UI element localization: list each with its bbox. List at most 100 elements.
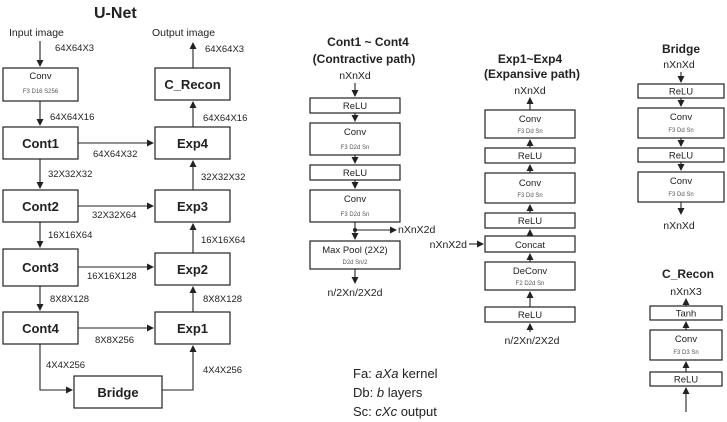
exp2-label: Exp2: [177, 262, 208, 277]
dim-input: 64X64X3: [55, 43, 94, 54]
dim-conv-cont1: 64X64X16: [50, 112, 94, 123]
bridge-output: nXnXd: [663, 220, 695, 232]
expansive-skip-label: nXnX2d: [430, 239, 468, 251]
expansive-output: nXnXd: [514, 85, 546, 97]
bridge-conv-2: [637, 171, 725, 203]
cont4-label: Cont4: [22, 321, 60, 336]
expansive-conv-2-params: F3 Dd Sn: [517, 193, 542, 199]
legend-fa: Fa: aXa kernel: [353, 366, 438, 381]
crecon-tanh: [649, 305, 723, 321]
expansive-input: n/2Xn/2X2d: [505, 335, 560, 347]
cont1-label: Cont1: [22, 136, 59, 151]
expansive-relu-3-label: ReLU: [518, 310, 542, 321]
unet-bridge-label: Bridge: [97, 385, 138, 400]
expansive-deconv-params: F2 D2d Sn: [516, 281, 545, 287]
dim-output: 64X64X3: [205, 44, 244, 55]
crecon-tanh-label: Tanh: [676, 309, 697, 320]
contractive-subtitle: (Contractive path): [313, 52, 416, 66]
bridge-relu-1-label: ReLU: [669, 87, 693, 98]
contractive-relu-2-label: ReLU: [343, 168, 367, 179]
bridge-conv-1: [637, 107, 725, 139]
unet-crecon-box: [154, 67, 231, 101]
cont2-label: Cont2: [22, 199, 59, 214]
expansive-subtitle: (Expansive path): [484, 67, 580, 81]
output-image-label: Output image: [152, 27, 215, 39]
bridge-relu-2-label: ReLU: [669, 151, 693, 162]
dim-exp4-crecon: 64X64X16: [203, 113, 247, 124]
dim-exp1-exp2: 8X8X128: [203, 294, 242, 305]
crecon-title: C_Recon: [662, 267, 714, 281]
expansive-concat: [484, 235, 576, 253]
cont3-box: [2, 248, 79, 287]
dim-exp2-exp3: 16X16X64: [201, 235, 245, 246]
cont3-label: Cont3: [22, 260, 59, 275]
cont2-box: [2, 189, 79, 223]
expansive-conv-2-label: Conv: [519, 178, 541, 189]
dim-cont3-cont4: 8X8X128: [50, 294, 89, 305]
contractive-conv-2-params: F3 D2d Sn: [341, 212, 370, 218]
exp3-label: Exp3: [177, 199, 208, 214]
input-image-label: Input image: [9, 27, 64, 39]
expansive-concat-label: Concat: [515, 240, 545, 251]
exp2-box: [154, 252, 231, 286]
unet-conv-params: F3 D16 S256: [23, 89, 59, 95]
expansive-conv-1-params: F3 Dd Sn: [517, 129, 542, 135]
crecon-conv: [649, 329, 723, 361]
bridge-title: Bridge: [662, 42, 700, 56]
legend-sc: Sc: cXc output: [353, 404, 437, 419]
expansive-relu-2: [484, 212, 576, 229]
contractive-conv-1-label: Conv: [344, 127, 366, 138]
legend-db: Db: b layers: [353, 385, 423, 400]
contractive-maxpool-params: D2d Sn/2: [342, 260, 368, 266]
expansive-deconv-label: DeConv: [513, 266, 548, 277]
expansive-relu-2-label: ReLU: [518, 216, 542, 227]
contractive-skip-label: nXnX2d: [398, 224, 436, 236]
exp1-label: Exp1: [177, 321, 208, 336]
expansive-conv-2: [484, 172, 576, 204]
contractive-relu-1-label: ReLU: [343, 101, 367, 112]
expansive-conv-1-label: Conv: [519, 114, 541, 125]
dim-skip3: 16X16X128: [87, 271, 137, 282]
contractive-conv-2: [309, 189, 401, 223]
dim-exp3-exp4: 32X32X32: [201, 172, 245, 183]
dim-cont1-cont2: 32X32X32: [48, 169, 92, 180]
expansive-relu-3: [484, 306, 576, 323]
unet-title: U-Net: [94, 5, 137, 22]
crecon-conv-label: Conv: [675, 334, 697, 345]
unet-bridge-box: [73, 375, 163, 409]
expansive-relu-1: [484, 147, 576, 164]
expansive-relu-1-label: ReLU: [518, 151, 542, 162]
contractive-title: Cont1 ~ Cont4: [327, 35, 409, 49]
dim-skip4: 8X8X256: [95, 335, 134, 346]
crecon-output: nXnX3: [670, 286, 702, 298]
dim-skip2: 32X32X64: [92, 210, 136, 221]
exp1-box: [154, 311, 231, 345]
crecon-conv-params: F3 D3 Sn: [673, 350, 698, 356]
bridge-conv-1-params: F3 Dd Sn: [668, 128, 693, 134]
expansive-title: Exp1~Exp4: [498, 52, 563, 66]
unet-conv-label: Conv: [29, 71, 51, 82]
contractive-conv-1: [309, 122, 401, 156]
cont1-box: [2, 126, 79, 160]
contractive-conv-1-params: F3 D2d Sn: [341, 145, 370, 151]
bridge-conv-2-label: Conv: [670, 176, 692, 187]
exp4-label: Exp4: [177, 136, 209, 151]
dim-skip1: 64X64X32: [93, 149, 137, 160]
cont4-box: [2, 311, 79, 345]
contractive-input: nXnXd: [339, 70, 371, 82]
contractive-output: n/2Xn/2X2d: [328, 287, 383, 299]
bridge-conv-1-label: Conv: [670, 112, 692, 123]
contractive-maxpool-label: Max Pool (2X2): [322, 245, 387, 256]
cont4-to-bridge-arrow: [39, 344, 73, 394]
dim-cont4-bridge: 4X4X256: [46, 360, 85, 371]
expansive-deconv: [484, 261, 576, 291]
contractive-conv-2-label: Conv: [344, 194, 366, 205]
unet-crecon-label: C_Recon: [164, 77, 220, 92]
bridge-conv-2-params: F3 Dd Sn: [668, 192, 693, 198]
bridge-to-exp1-arrow: [162, 345, 197, 391]
expansive-conv-1: [484, 109, 576, 139]
exp3-box: [154, 189, 231, 223]
dim-cont2-cont3: 16X16X64: [48, 230, 92, 241]
contractive-maxpool: [309, 240, 401, 270]
crecon-relu: [649, 371, 723, 387]
